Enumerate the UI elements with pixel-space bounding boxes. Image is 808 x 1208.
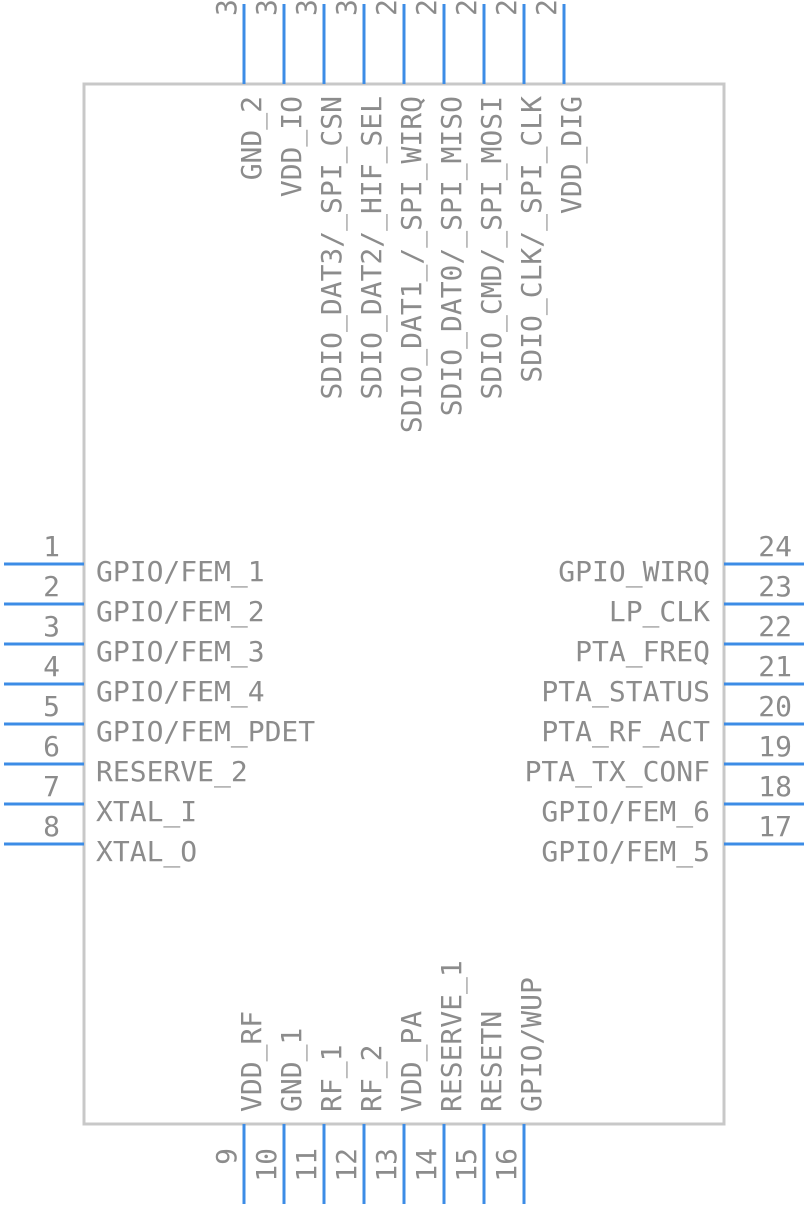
pin-label: GPIO/FEM_6 xyxy=(541,795,710,829)
pin-number: 15 xyxy=(450,1148,483,1182)
pin-label: XTAL_O xyxy=(96,835,197,869)
pin-label: GPIO/FEM_2 xyxy=(96,595,265,629)
pin-number: 19 xyxy=(758,730,792,763)
pin-number: 4 xyxy=(43,650,60,683)
pin-number: 27 xyxy=(450,0,483,16)
pin-number: 12 xyxy=(330,1148,363,1182)
pin-number: 21 xyxy=(758,650,792,683)
pin-label: PTA_TX_CONF xyxy=(525,755,710,789)
pin-number: 20 xyxy=(758,690,792,723)
pin-label: XTAL_I xyxy=(96,795,197,829)
pin-label: RESERVE_1 xyxy=(435,960,469,1112)
pin-number: 5 xyxy=(43,690,60,723)
pin-label: GPIO/FEM_5 xyxy=(541,835,710,869)
pin-number: 24 xyxy=(758,530,792,563)
pin-label: SDIO_DAT2/_HIF_SEL xyxy=(355,96,389,399)
pin-number: 6 xyxy=(43,730,60,763)
bottom-pin-group: 9 VDD_RF 10 GND_1 11 RF_1 12 RF_2 13 VDD_PA 14 RESE… xyxy=(210,960,548,1204)
pin-number: 28 xyxy=(410,0,443,16)
pin-number: 17 xyxy=(758,810,792,843)
pin-label: GPIO/FEM_PDET xyxy=(96,715,315,749)
pin-label: PTA_FREQ xyxy=(575,635,710,669)
pin-label: SDIO_DAT3/_SPI_CSN xyxy=(315,96,349,399)
pin-number: 16 xyxy=(490,1148,523,1182)
pin-number: 10 xyxy=(250,1148,283,1182)
pin-number: 26 xyxy=(490,0,523,16)
pin-label: VDD_IO xyxy=(275,96,309,197)
pin-label: VDD_DIG xyxy=(555,96,589,214)
pin-number: 3 xyxy=(43,610,60,643)
pin-number: 8 xyxy=(43,810,60,843)
pin-number: 11 xyxy=(290,1148,323,1182)
pin-label: PTA_STATUS xyxy=(541,675,710,709)
pin-label: PTA_RF_ACT xyxy=(541,715,710,749)
pin-number: 22 xyxy=(758,610,792,643)
pin-label: GPIO/WUP xyxy=(515,977,548,1112)
pin-number: 31 xyxy=(290,0,323,16)
pin-number: 2 xyxy=(43,570,60,603)
pin-label: SDIO_CMD/_SPI_MOSI xyxy=(475,96,509,399)
pin-number: 33 xyxy=(210,0,243,16)
pin-label: GPIO/FEM_1 xyxy=(96,555,265,589)
pin-number: 7 xyxy=(43,770,60,803)
pin-label: VDD_RF xyxy=(235,1011,269,1112)
pin-number: 13 xyxy=(370,1148,403,1182)
pin-label: RESETN xyxy=(475,1011,508,1112)
pin-label: RESERVE_2 xyxy=(96,755,248,789)
pin-number: 25 xyxy=(530,0,563,16)
pin-label: SDIO_DAT0/_SPI_MISO xyxy=(435,96,469,416)
pin-label: GND_1 xyxy=(275,1028,309,1112)
pin-label: SDIO_CLK/_SPI_CLK xyxy=(515,96,549,383)
pin-number: 14 xyxy=(410,1148,443,1182)
pin-number: 23 xyxy=(758,570,792,603)
pin-label: VDD_PA xyxy=(395,1011,429,1112)
pin-label: RF_1 xyxy=(315,1045,349,1112)
pin-number: 18 xyxy=(758,770,792,803)
pin-label: GND_2 xyxy=(235,96,269,180)
pin-number: 9 xyxy=(210,1148,243,1165)
pin-number: 32 xyxy=(250,0,283,16)
pin-label: SDIO_DAT1_/_SPI_WIRQ xyxy=(395,96,429,433)
pin-number: 29 xyxy=(370,0,403,16)
pin-number: 30 xyxy=(330,0,363,16)
pin-label: RF_2 xyxy=(355,1045,389,1112)
pin-label: GPIO/FEM_3 xyxy=(96,635,265,669)
pin-number: 1 xyxy=(43,530,60,563)
top-pin-group: 33GND_2 32VDD_IO 31SDIO_DAT3/_SPI_CSN 30SDI… xyxy=(210,0,589,433)
pin-label: LP_CLK xyxy=(609,595,710,629)
pin-label: GPIO_WIRQ xyxy=(558,555,710,589)
pin-label: GPIO/FEM_4 xyxy=(96,675,265,709)
